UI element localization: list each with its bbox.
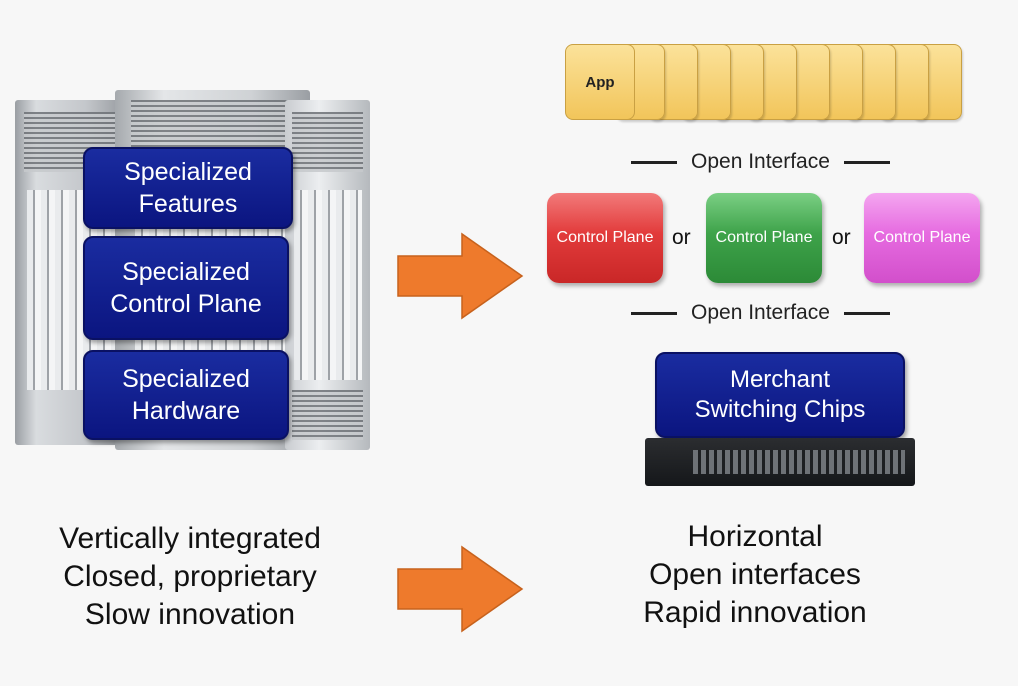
open-interface-label: Open Interface — [691, 150, 830, 173]
specialized-control-plane-box: Specialized Control Plane — [83, 236, 289, 340]
interface-line — [631, 311, 677, 315]
caption-line: Slow innovation — [84, 598, 296, 631]
app-card-front: App — [565, 44, 635, 120]
open-interface-label: Open Interface — [691, 301, 830, 324]
switch-ports — [693, 450, 905, 474]
specialized-features-box: Specialized Features — [83, 147, 293, 229]
caption-line: Open interfaces — [649, 558, 861, 591]
right-caption: Horizontal Open interfaces Rapid innovat… — [600, 518, 910, 632]
interface-line — [843, 311, 890, 315]
left-caption: Vertically integrated Closed, proprietar… — [20, 520, 360, 634]
specialized-hardware-box: Specialized Hardware — [83, 350, 289, 440]
control-plane-green: Control Plane — [706, 193, 822, 283]
rack-vent — [291, 112, 364, 172]
caption-line: Vertically integrated — [59, 522, 321, 555]
open-interface-top: Open Interface — [631, 150, 904, 174]
or-label: or — [832, 226, 851, 249]
control-plane-pink: Control Plane — [864, 193, 980, 283]
caption-line: Horizontal — [687, 520, 823, 553]
interface-line — [843, 160, 890, 164]
open-interface-bottom: Open Interface — [631, 301, 904, 325]
rack-cabinet — [285, 100, 370, 450]
caption-line: Rapid innovation — [643, 596, 867, 629]
control-plane-red: Control Plane — [547, 193, 663, 283]
caption-line: Closed, proprietary — [63, 560, 317, 593]
rack-vent — [291, 390, 364, 440]
or-label: or — [672, 226, 691, 249]
rack-line-cards — [293, 190, 362, 380]
interface-line — [631, 160, 677, 164]
merchant-switching-chips-box: Merchant Switching Chips — [655, 352, 905, 438]
switch-hardware-image — [645, 438, 915, 486]
right-arrow-icon — [397, 232, 524, 320]
right-arrow-icon — [397, 545, 524, 633]
